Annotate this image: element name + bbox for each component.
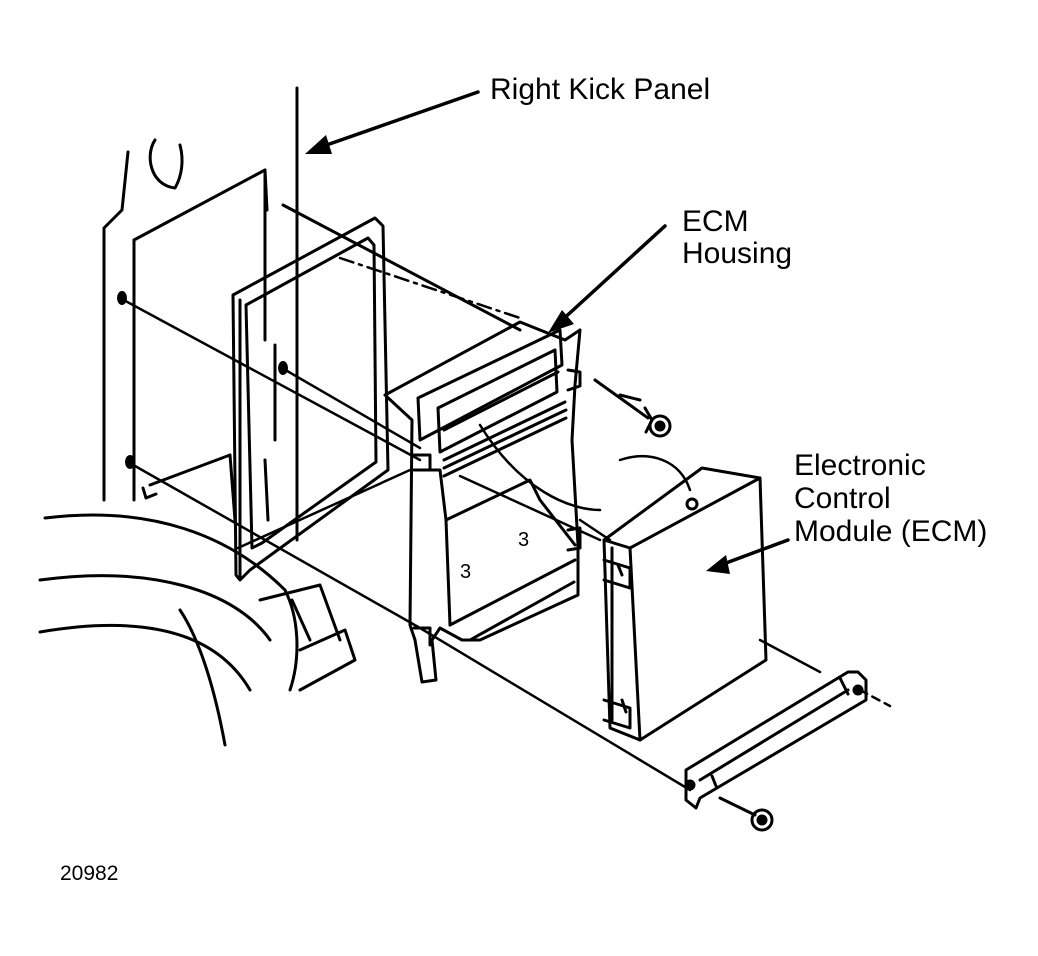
ecm-label-line2: Control — [794, 482, 891, 515]
housing-bolt — [593, 378, 672, 438]
wheel-arch — [38, 513, 357, 747]
ecm-housing-label-line2: Housing — [682, 237, 793, 270]
ecm-label-line3: Module (ECM) — [794, 515, 988, 548]
svg-text:3: 3 — [518, 529, 529, 551]
leader-arrows — [305, 90, 790, 574]
figure-number: 20982 — [60, 862, 119, 885]
bottom-bracket — [684, 670, 868, 832]
ecm-housing: 3 3 — [383, 320, 582, 684]
alignment-lines — [118, 256, 892, 792]
kick-panel-body — [102, 86, 522, 542]
ecm-label-line1: Electronic — [794, 449, 926, 482]
gasket-frame — [231, 216, 390, 582]
ecm-housing-label-line1: ECM — [682, 205, 749, 238]
ecm-module-box — [602, 466, 768, 742]
mount-holes — [117, 291, 288, 469]
svg-text:3: 3 — [460, 561, 471, 583]
right-kick-panel-label: Right Kick Panel — [490, 73, 711, 106]
